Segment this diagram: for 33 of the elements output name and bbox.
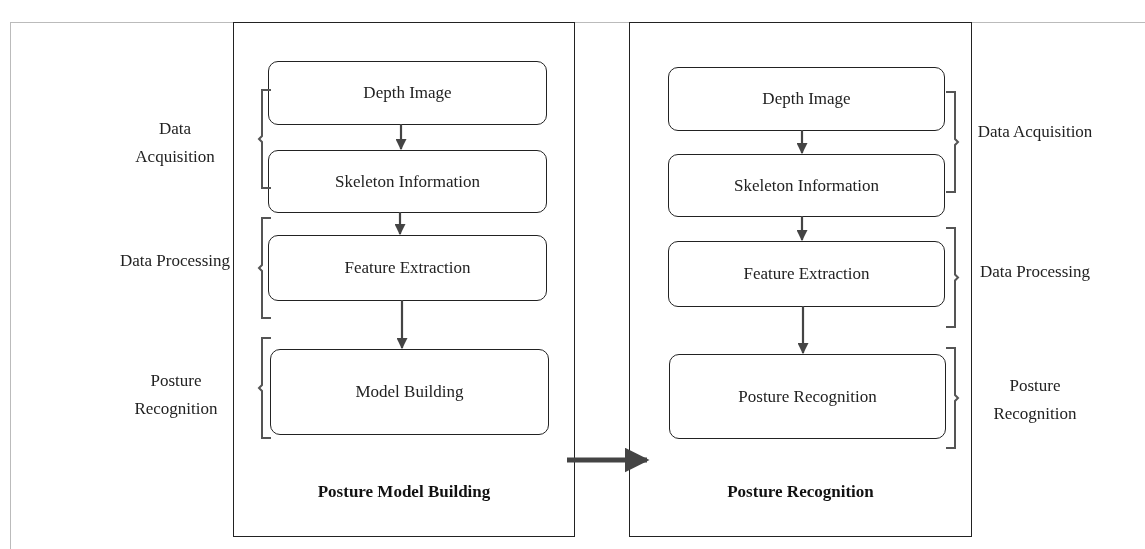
- stage-label: Posture Recognition: [133, 370, 219, 420]
- stage-label: Data Processing: [979, 261, 1091, 283]
- stage-label: Posture Recognition: [992, 375, 1078, 425]
- arrow: [567, 447, 650, 473]
- panel-title: Posture Model Building: [316, 480, 492, 503]
- process-box: [668, 154, 945, 217]
- process-box: [268, 235, 547, 301]
- box-label: Feature Extraction: [344, 257, 471, 280]
- arrow: [796, 216, 808, 242]
- panel-title: Posture Recognition: [726, 480, 875, 503]
- arrow: [396, 300, 408, 350]
- stage-label: Data Processing: [120, 250, 230, 272]
- box-label: Depth Image: [363, 82, 452, 105]
- process-box: [669, 354, 946, 439]
- process-box: [270, 349, 549, 435]
- process-box: [268, 150, 547, 213]
- stage-panel: [629, 22, 972, 537]
- arrow: [394, 212, 406, 236]
- stage-label: Data Acquisition: [134, 118, 216, 168]
- box-label: Model Building: [355, 381, 464, 404]
- arrow: [395, 124, 407, 151]
- process-box: [668, 67, 945, 131]
- arrow: [796, 130, 808, 155]
- box-label: Depth Image: [762, 88, 851, 111]
- box-label: Posture Recognition: [738, 385, 877, 408]
- arrow: [797, 306, 809, 355]
- stage-panel: [233, 22, 575, 537]
- stage-label: Data Acquisition: [976, 121, 1094, 143]
- box-label: Skeleton Information: [335, 170, 480, 193]
- process-box: [668, 241, 945, 307]
- box-label: Skeleton Information: [734, 174, 879, 197]
- process-box: [268, 61, 547, 125]
- box-label: Feature Extraction: [743, 263, 870, 286]
